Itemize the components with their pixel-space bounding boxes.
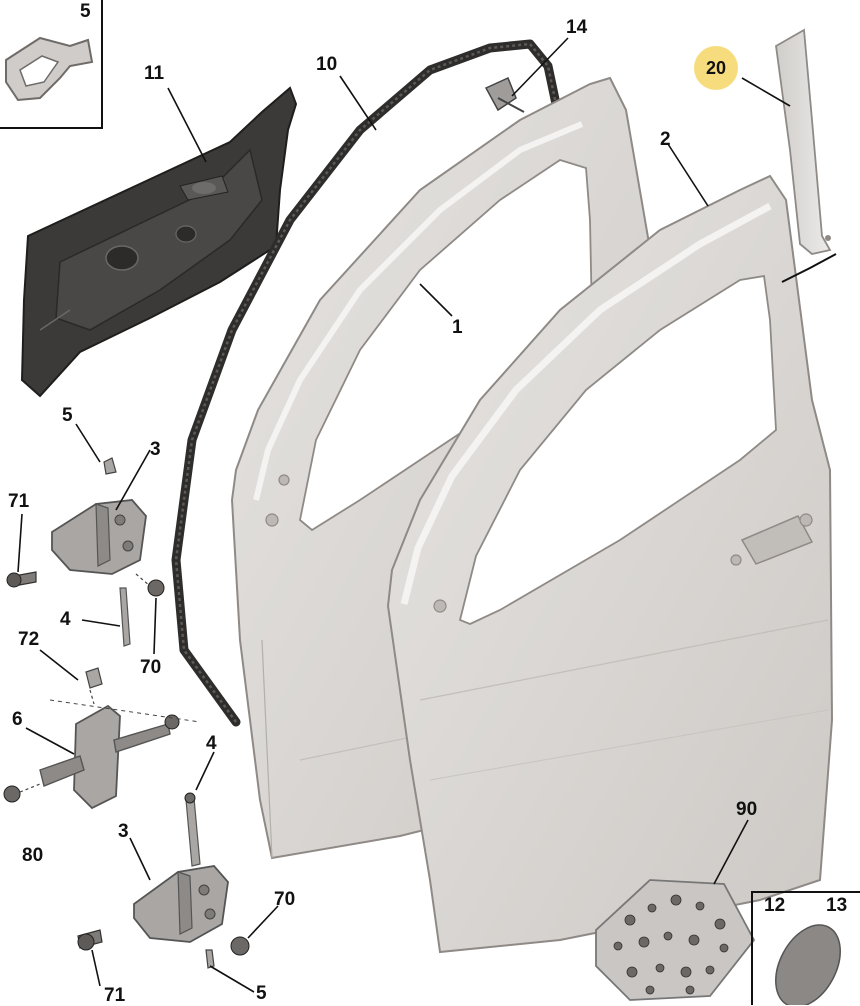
highlight-marker <box>694 46 738 90</box>
callout-72: 72 <box>18 629 40 650</box>
callout-5-inset: 5 <box>80 1 91 22</box>
callout-12: 12 <box>764 895 786 916</box>
callout-2: 2 <box>660 129 671 150</box>
callout-11: 11 <box>144 63 165 84</box>
callout-70-lower: 70 <box>274 889 296 910</box>
door-liner-part-11 <box>20 86 298 398</box>
pillar-trim-part-20 <box>775 28 837 283</box>
callout-71-upper: 71 <box>8 491 30 512</box>
callout-5-upper: 5 <box>62 405 73 426</box>
fastener-kit-part-90 <box>595 879 756 1001</box>
callout-80: 80 <box>22 845 44 866</box>
callout-70-upper: 70 <box>140 657 162 678</box>
callout-4-lower: 4 <box>206 733 217 754</box>
callout-13: 13 <box>826 895 848 916</box>
callout-6: 6 <box>12 709 23 730</box>
callout-10: 10 <box>316 54 338 75</box>
callout-90: 90 <box>736 799 758 820</box>
callout-71-lower: 71 <box>104 985 126 1006</box>
callout-3-upper: 3 <box>150 439 161 460</box>
callout-5-lower: 5 <box>256 983 267 1004</box>
seal-clip-part-14 <box>484 76 525 113</box>
door-outer-part-2 <box>386 174 834 954</box>
callout-4-upper: 4 <box>60 609 71 630</box>
door-seal-part-10 <box>171 39 579 727</box>
lower-hinge-assembly <box>77 792 250 969</box>
callout-3-lower: 3 <box>118 821 129 842</box>
upper-hinge-assembly <box>6 457 165 647</box>
callout-1: 1 <box>452 317 463 338</box>
inset-box-clip <box>0 0 103 129</box>
inset-box-badge <box>751 891 860 1005</box>
leader-lines <box>17 37 791 993</box>
callout-20: 20 <box>705 58 727 78</box>
door-check-part-6 <box>3 667 201 810</box>
callout-14: 14 <box>566 17 588 38</box>
